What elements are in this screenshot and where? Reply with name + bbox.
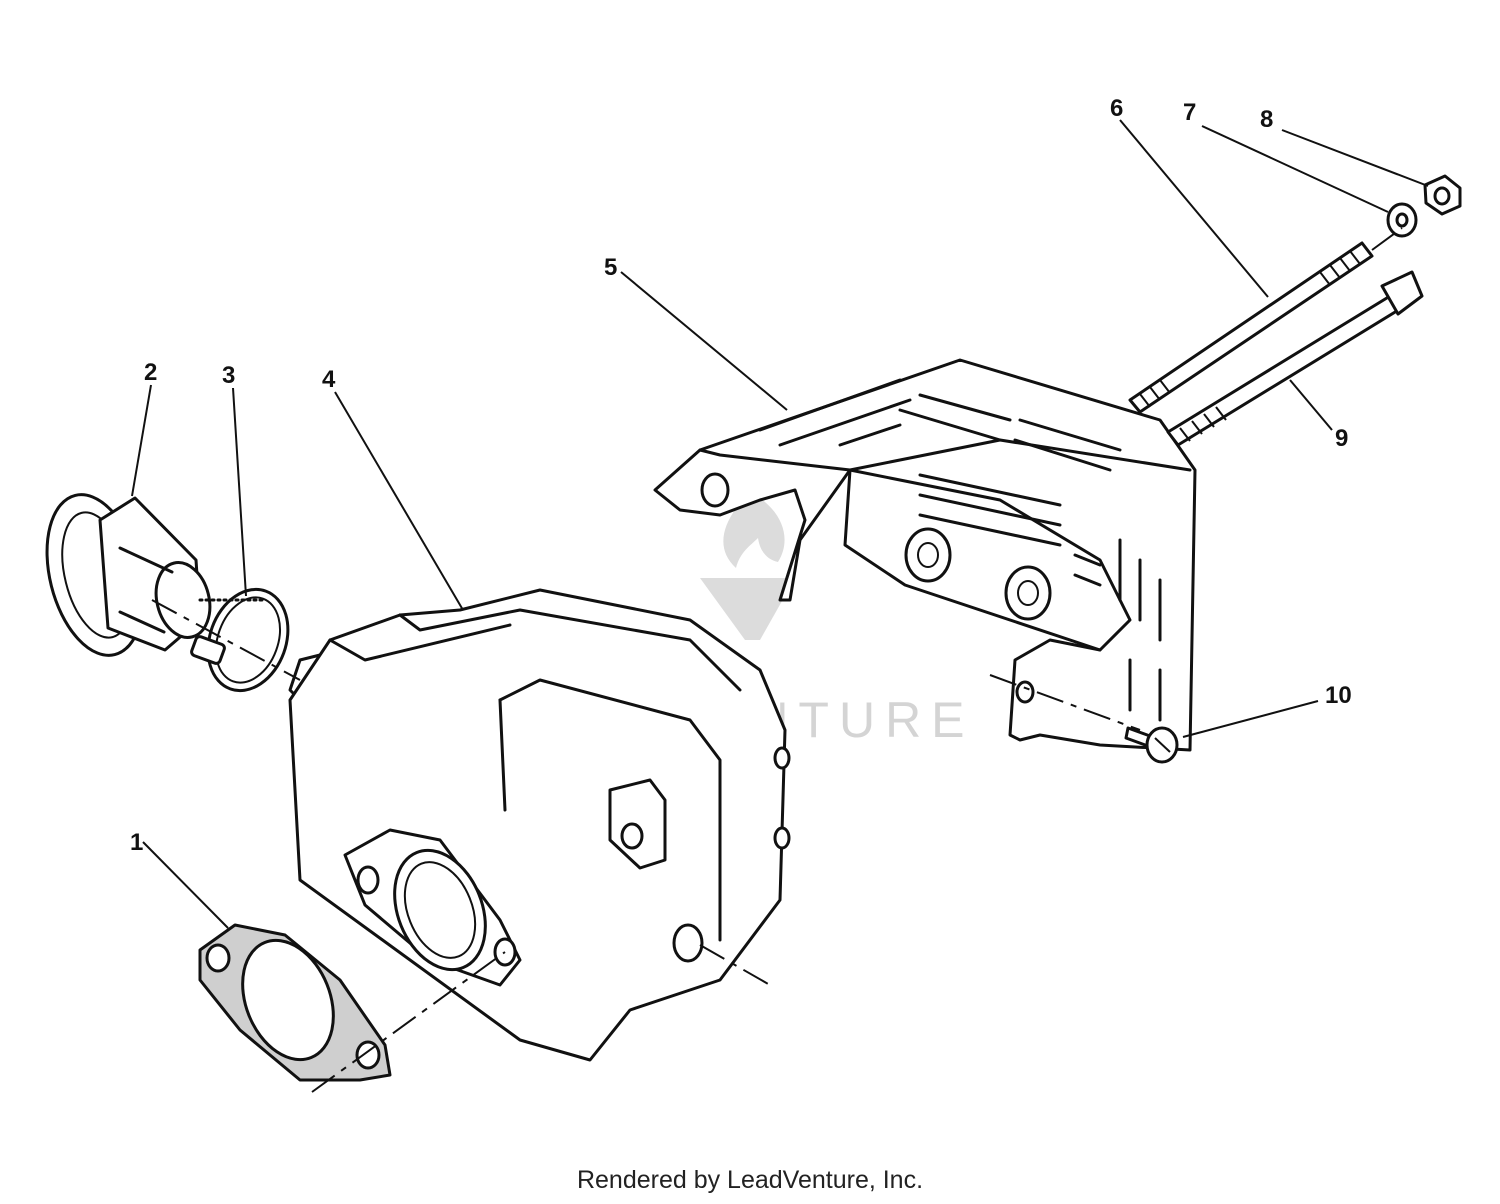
- callout-5: 5: [604, 254, 617, 281]
- alignment-lines: [151, 227, 1403, 1093]
- callout-9: 9: [1335, 425, 1348, 452]
- part-1-gasket: [198, 923, 392, 1082]
- part-7-lock-washer: [1386, 202, 1418, 238]
- callout-10: 10: [1325, 682, 1352, 709]
- callout-numbers: 1 2 3 4 5 6 7 8 9 10: [130, 95, 1352, 856]
- callout-8: 8: [1260, 106, 1273, 133]
- vent-slots: [758, 378, 1162, 722]
- callout-6: 6: [1110, 95, 1123, 122]
- callout-7: 7: [1183, 99, 1196, 126]
- part-9-bolt: [1166, 270, 1424, 447]
- part-6-stud: [1128, 241, 1374, 414]
- part-2-outlet-deflector: [45, 493, 212, 657]
- part-3-hose-clamp: [190, 587, 290, 693]
- part-10-screw: [1124, 726, 1179, 764]
- callout-1: 1: [130, 829, 143, 856]
- leader-lines: [131, 119, 1429, 929]
- callout-4: 4: [322, 366, 336, 393]
- part-4-muffler: [288, 588, 791, 1062]
- part-8-nut: [1423, 174, 1462, 216]
- part-5-heat-shield: [653, 358, 1197, 752]
- flame-logo-icon: [700, 492, 795, 640]
- callout-2: 2: [144, 359, 157, 386]
- callout-3: 3: [222, 362, 235, 389]
- footer-credit: Rendered by LeadVenture, Inc.: [576, 1166, 924, 1194]
